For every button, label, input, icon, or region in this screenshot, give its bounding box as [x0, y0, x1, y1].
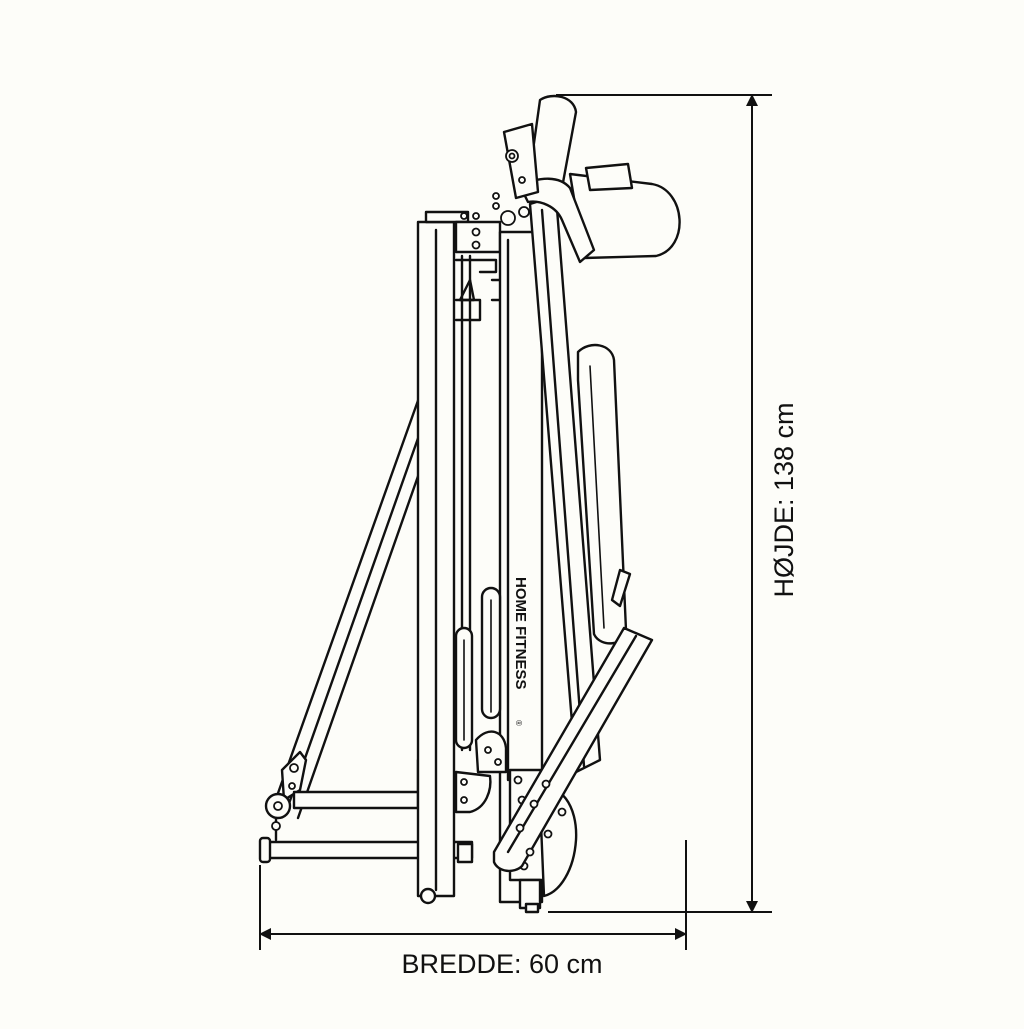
height-dimension: HØJDE: 138 cm — [548, 94, 799, 913]
back-cushion — [568, 172, 681, 260]
handles — [454, 586, 508, 814]
top-pad — [526, 94, 578, 190]
width-dimension: BREDDE: 60 cm — [259, 840, 687, 979]
cable-rail — [270, 393, 438, 820]
brand-label: HOME FITNESS — [512, 577, 529, 690]
pivot-plate-left — [454, 770, 492, 814]
width-label: BREDDE: 60 cm — [401, 949, 602, 979]
height-label: HØJDE: 138 cm — [769, 402, 799, 597]
left-frame — [258, 210, 480, 905]
transport-wheel — [419, 887, 437, 905]
brand-registered-mark: ® — [514, 720, 523, 726]
folded-leg — [492, 568, 654, 898]
strap — [518, 177, 596, 264]
